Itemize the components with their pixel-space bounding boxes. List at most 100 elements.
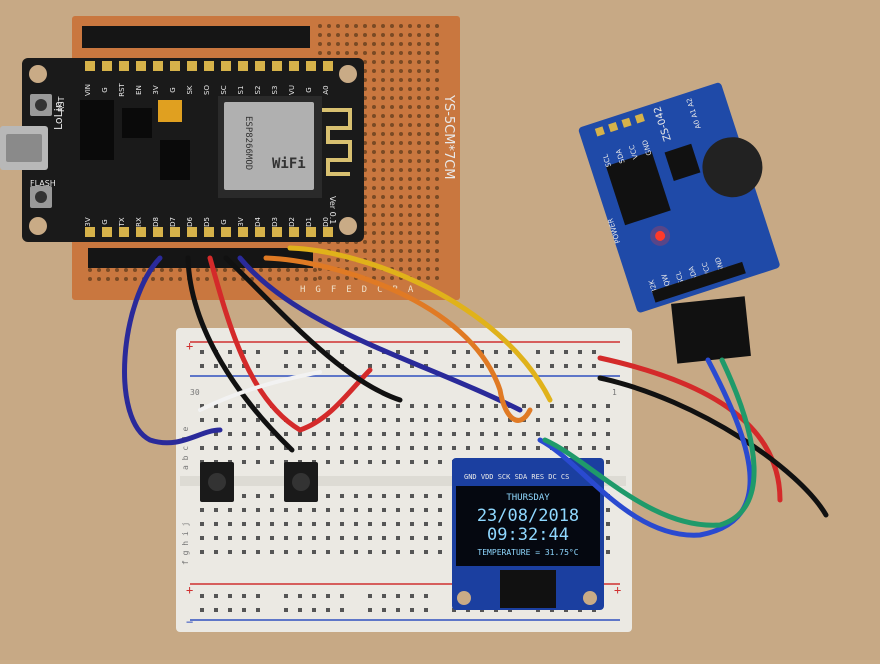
esp-metal-shield <box>224 102 314 190</box>
wire-yellow-oled <box>287 245 553 403</box>
pin-label: S2 <box>254 86 262 95</box>
pin-label: D2 <box>288 217 296 227</box>
wire-blue-rtc <box>537 357 753 538</box>
pin-pad <box>204 61 214 71</box>
pin-label: G <box>101 219 109 224</box>
pin-pad <box>85 61 95 71</box>
pin-pad <box>238 61 248 71</box>
rst-label: RST <box>57 96 66 112</box>
rtc-pin-label: SCL <box>674 270 686 285</box>
wire-blue-button <box>122 255 223 446</box>
wire-orange-oled <box>263 255 533 423</box>
wire-blue-oled <box>237 255 523 413</box>
rtc-pin <box>634 113 645 124</box>
pin-label: SC <box>220 85 228 94</box>
oled-ribbon <box>500 570 556 608</box>
pin-pad <box>187 227 197 237</box>
module-text: ESP8266MOD <box>243 116 253 170</box>
female-header-bottom <box>88 248 313 268</box>
pin-label: SO <box>203 85 211 95</box>
wire-red-breadboard <box>207 255 373 433</box>
pin-label: D1 <box>305 217 313 227</box>
pin-label: G <box>169 87 177 92</box>
pin-pad <box>204 227 214 237</box>
pin-label: D6 <box>186 217 194 227</box>
pin-pad <box>221 227 231 237</box>
pin-label: D3 <box>271 217 279 227</box>
pin-label: VU <box>288 85 296 95</box>
pin-pad <box>119 61 129 71</box>
pin-label: 3V <box>84 217 92 226</box>
pin-label: S3 <box>271 86 279 95</box>
pin-label: G <box>101 87 109 92</box>
pin-label: D0 <box>322 217 330 227</box>
rtc-pin <box>594 126 605 137</box>
pin-label: G <box>305 87 313 92</box>
pin-label: RX <box>135 217 143 227</box>
pin-label: 3V <box>237 217 245 226</box>
oled-date: 23/08/2018 <box>477 506 579 526</box>
pin-label: D7 <box>169 217 177 227</box>
eeprom-chip <box>664 143 701 181</box>
rtc-pin <box>621 117 632 128</box>
pin-pad <box>102 61 112 71</box>
perfboard-row-letters: HGFEDCBA <box>300 285 423 295</box>
pin-pad <box>272 61 282 71</box>
oled-time: 09:32:44 <box>487 525 569 545</box>
coin-battery-holder <box>702 137 763 198</box>
pin-label: D8 <box>152 217 160 227</box>
pin-pad <box>272 227 282 237</box>
pin-pad <box>136 227 146 237</box>
oled-module: GND VDD SCK SDA RES DC CS THURSDAY 23/08… <box>452 458 604 610</box>
version-label: Ver 0.1 <box>328 196 337 224</box>
wire-green-rtc <box>542 357 757 528</box>
breadboard-holes <box>200 350 610 612</box>
jumper-wires <box>122 245 829 538</box>
pin-pad <box>323 227 333 237</box>
rtc-dupont-connector <box>671 296 751 364</box>
row-labels-top: a b c d e <box>181 426 190 470</box>
pin-label: VIN <box>84 84 92 96</box>
pin-pad <box>136 61 146 71</box>
row-labels-bottom: f g h i j <box>181 522 190 565</box>
usb-serial-chip <box>80 100 114 160</box>
pin-pad <box>153 227 163 237</box>
plus-label-top: + <box>186 339 193 353</box>
pin-label: TX <box>118 217 126 227</box>
nodemcu-pin-row-bottom: 3V G TX RX D8 D7 D6 D5 G 3V D4 D3 D2 D1 D0 <box>84 217 333 237</box>
col-label-left: 30 <box>190 388 200 397</box>
wifi-logo: WiFi <box>272 156 306 172</box>
pin-pad <box>102 227 112 237</box>
pin-pad <box>119 227 129 237</box>
pin-pad <box>85 227 95 237</box>
pin-pad <box>323 61 333 71</box>
plus-label-bottom: + <box>186 583 193 597</box>
pin-pad <box>187 61 197 71</box>
female-header-top <box>82 26 310 48</box>
push-button-left[interactable] <box>200 462 234 502</box>
pin-label: D4 <box>254 217 262 227</box>
rtc-pin-label: 32K <box>647 278 659 294</box>
pin-label: G <box>220 219 228 224</box>
push-button-right[interactable] <box>284 462 318 502</box>
pin-pad <box>170 61 180 71</box>
wire-black-breadboard <box>223 255 403 403</box>
pin-pad <box>238 227 248 237</box>
perfboard-label: YS-5CM*7CM <box>441 94 456 180</box>
oled-screen <box>456 486 600 566</box>
pin-label: 3V <box>152 85 160 94</box>
pin-label: D5 <box>203 217 211 227</box>
pin-pad <box>289 61 299 71</box>
flash-label: FLASH <box>30 179 56 188</box>
capacitor <box>158 100 182 122</box>
rtc-pin <box>608 122 619 133</box>
rtc-pin-label: SCL <box>601 153 613 168</box>
oled-temperature: TEMPERATURE = 31.75°C <box>477 548 578 557</box>
wire-black-button <box>185 255 295 453</box>
pin-label: A0 <box>322 85 330 94</box>
pin-pad <box>221 61 231 71</box>
